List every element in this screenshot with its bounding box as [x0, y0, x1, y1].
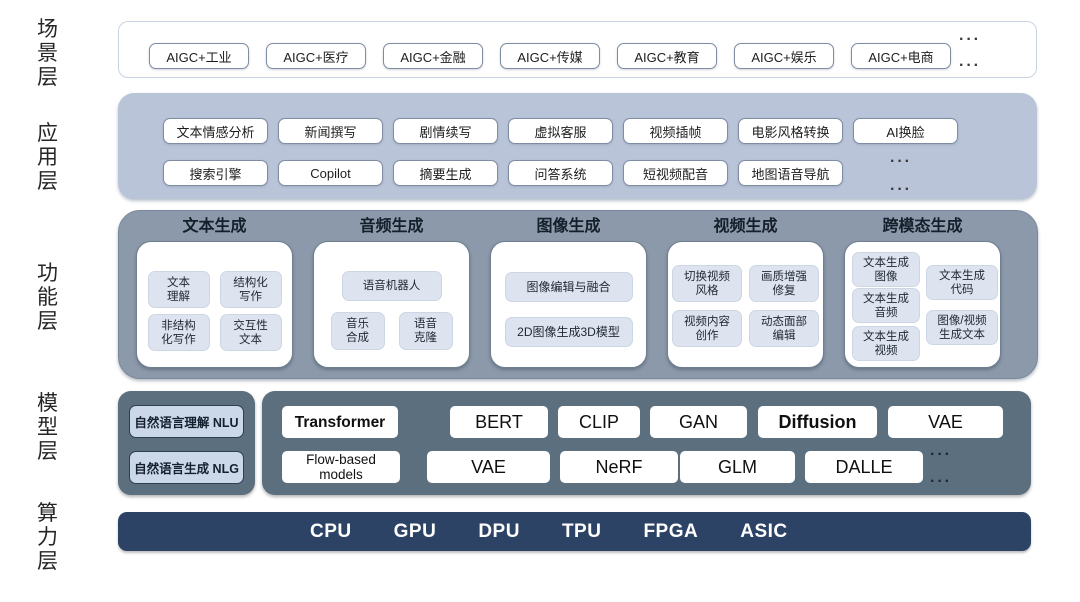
function-group-title: 视频生成: [713, 218, 778, 235]
function-chip: 交互性 文本: [219, 314, 282, 351]
model-chip: GLM: [680, 451, 795, 483]
scenario-item: AIGC+医疗: [266, 43, 366, 69]
function-group-card: 文本 理解 结构化 写作 非结构 化写作 交互性 文本: [136, 241, 293, 368]
function-chip: 文本生成 视频: [852, 326, 920, 361]
application-item: 电影风格转换: [738, 118, 843, 144]
function-chip: 语音 克隆: [398, 312, 453, 350]
model-chip: Diffusion: [758, 406, 877, 438]
model-ellipsis: ··· ···: [930, 446, 952, 490]
application-item: 短视频配音: [623, 160, 728, 186]
compute-item: GPU: [393, 520, 437, 542]
layer-label-function: 功 能 层: [37, 262, 59, 333]
layer-label-model: 模 型 层: [37, 392, 59, 463]
function-group-card: 语音机器人 音乐 合成 语音 克隆: [313, 241, 470, 368]
application-item: 视频插帧: [623, 118, 728, 144]
application-row-2: 搜索引擎 Copilot 摘要生成 问答系统 短视频配音 地图语音导航: [118, 144, 1037, 186]
application-row-1: 文本情感分析 新闻撰写 剧情续写 虚拟客服 视频插帧 电影风格转换 AI换脸: [118, 93, 1037, 144]
application-item: AI换脸: [853, 118, 958, 144]
function-chip: 文本 理解: [147, 271, 210, 308]
function-chip: 切换视频 风格: [672, 265, 742, 302]
application-item: 问答系统: [508, 160, 613, 186]
function-group-card: 文本生成 图像 文本生成 代码 文本生成 音频 图像/视频 生成文本 文本生成 …: [844, 241, 1001, 368]
model-chip: BERT: [450, 406, 548, 438]
model-chip: DALLE: [805, 451, 923, 483]
scenario-item: AIGC+工业: [149, 43, 249, 69]
layer-label-application: 应 用 层: [37, 122, 59, 193]
function-chip: 结构化 写作: [219, 271, 282, 308]
function-group-text: 文本生成 文本 理解 结构化 写作 非结构 化写作 交互性 文本: [136, 215, 293, 378]
function-group-title: 跨模态生成: [882, 218, 963, 235]
function-chip: 视频内容 创作: [672, 310, 742, 347]
scenario-item: AIGC+教育: [617, 43, 717, 69]
scenario-item: AIGC+电商: [851, 43, 951, 69]
model-chip: VAE: [888, 406, 1003, 438]
model-chip-nlg: 自然语言生成 NLG: [129, 451, 244, 484]
compute-band: CPU GPU DPU TPU FPGA ASIC: [118, 512, 1031, 551]
application-band: 文本情感分析 新闻撰写 剧情续写 虚拟客服 视频插帧 电影风格转换 AI换脸 搜…: [118, 93, 1037, 199]
function-group-title: 音频生成: [359, 218, 424, 235]
application-item: 地图语音导航: [738, 160, 843, 186]
application-item: 摘要生成: [393, 160, 498, 186]
scenario-band: AIGC+工业 AIGC+医疗 AIGC+金融 AIGC+传媒 AIGC+教育 …: [118, 21, 1037, 78]
model-chip-nlu: 自然语言理解 NLU: [129, 405, 244, 438]
layer-label-scenario: 场 景 层: [37, 18, 59, 89]
compute-item: FPGA: [643, 520, 699, 542]
function-group-title: 文本生成: [182, 218, 247, 235]
function-group-video: 视频生成 切换视频 风格 画质增强 修复 视频内容 创作 动态面部 编辑: [667, 215, 824, 378]
scenario-item: AIGC+金融: [383, 43, 483, 69]
scenario-item: AIGC+娱乐: [734, 43, 834, 69]
function-chip: 非结构 化写作: [147, 314, 210, 351]
application-item: 剧情续写: [393, 118, 498, 144]
function-group-audio: 音频生成 语音机器人 音乐 合成 语音 克隆: [313, 215, 470, 378]
function-group-title: 图像生成: [536, 218, 601, 235]
function-chip: 画质增强 修复: [749, 265, 819, 302]
function-group-card: 图像编辑与融合 2D图像生成3D模型: [490, 241, 647, 368]
compute-item: TPU: [561, 520, 602, 542]
model-chip: NeRF: [560, 451, 678, 483]
compute-item: CPU: [310, 520, 352, 542]
scenario-ellipsis: ··· ···: [959, 31, 981, 74]
model-chip: CLIP: [558, 406, 640, 438]
function-chip: 文本生成 代码: [926, 265, 998, 300]
function-chip: 动态面部 编辑: [749, 310, 819, 347]
function-chip: 2D图像生成3D模型: [504, 317, 633, 347]
layer-label-compute: 算 力 层: [37, 502, 59, 573]
application-item: 虚拟客服: [508, 118, 613, 144]
application-item: Copilot: [278, 160, 383, 186]
function-chip: 音乐 合成: [330, 312, 385, 350]
model-chip: VAE: [427, 451, 550, 483]
function-chip: 图像/视频 生成文本: [926, 310, 998, 345]
application-item: 文本情感分析: [163, 118, 268, 144]
application-ellipsis: ··· ···: [890, 153, 912, 198]
function-group-image: 图像生成 图像编辑与融合 2D图像生成3D模型: [490, 215, 647, 378]
model-chip: Transformer: [282, 406, 398, 438]
function-chip: 图像编辑与融合: [504, 272, 633, 302]
compute-item: ASIC: [740, 520, 788, 542]
function-band: 文本生成 文本 理解 结构化 写作 非结构 化写作 交互性 文本 音频生成 语音…: [118, 210, 1038, 379]
application-item: 搜索引擎: [163, 160, 268, 186]
function-chip: 文本生成 图像: [852, 252, 920, 287]
scenario-row: AIGC+工业 AIGC+医疗 AIGC+金融 AIGC+传媒 AIGC+教育 …: [119, 22, 1036, 69]
function-group-crossmodal: 跨模态生成 文本生成 图像 文本生成 代码 文本生成 音频 图像/视频 生成文本…: [844, 215, 1001, 378]
model-container: Transformer BERT CLIP GAN Diffusion VAE …: [262, 391, 1031, 495]
application-item: 新闻撰写: [278, 118, 383, 144]
model-chip: Flow-based models: [282, 451, 400, 483]
model-nl-container: 自然语言理解 NLU 自然语言生成 NLG: [118, 391, 255, 495]
compute-item: DPU: [478, 520, 520, 542]
function-chip: 文本生成 音频: [852, 288, 920, 323]
function-chip: 语音机器人: [341, 271, 442, 301]
function-group-card: 切换视频 风格 画质增强 修复 视频内容 创作 动态面部 编辑: [667, 241, 824, 368]
model-chip: GAN: [650, 406, 747, 438]
scenario-item: AIGC+传媒: [500, 43, 600, 69]
audio-chip-row: 音乐 合成 语音 克隆: [330, 312, 453, 350]
